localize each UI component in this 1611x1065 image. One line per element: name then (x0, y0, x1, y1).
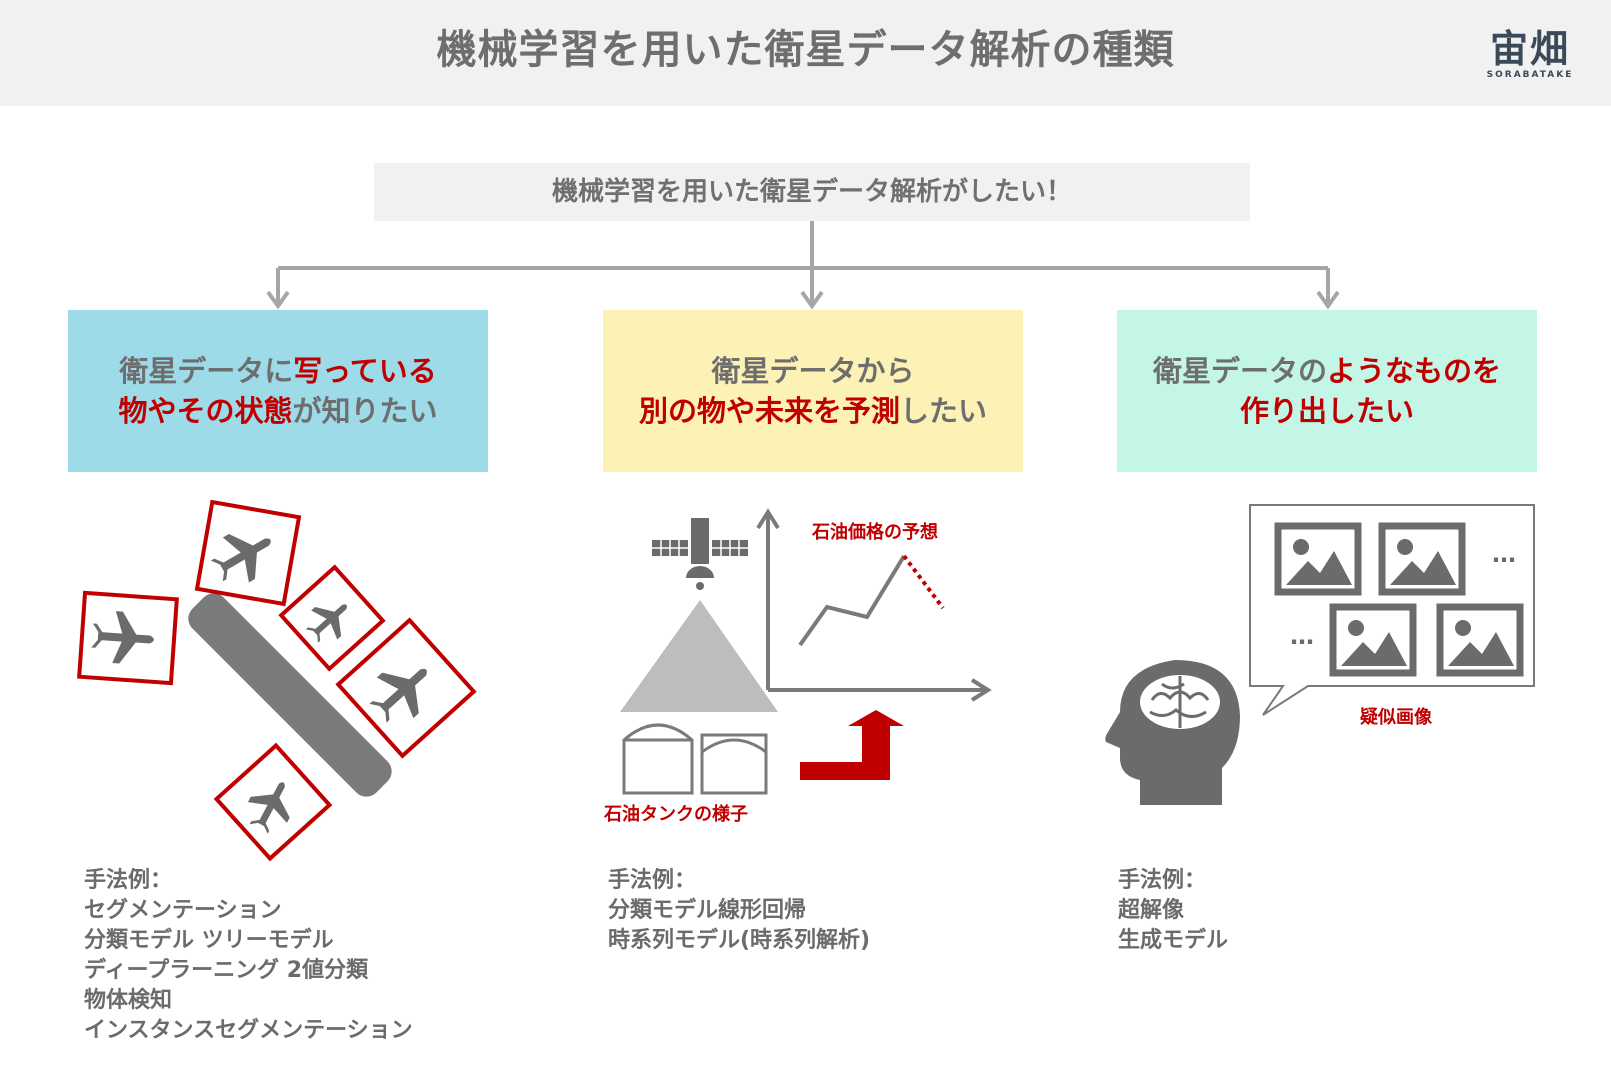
airplane-box-1 (77, 590, 179, 686)
airplane-box-2 (194, 499, 302, 607)
methods-title: 手法例： (84, 868, 173, 893)
methods-list-detect: 手法例： セグメンテーション 分類モデル ツリーモデル ディープラーニング 2値… (84, 866, 413, 1046)
category-title-line1: 衛星データに写っている (119, 351, 437, 391)
method-item: 超解像 (1118, 898, 1185, 923)
category-text-highlight: 写っている (293, 354, 437, 388)
oil-tank-caption: 石油タンクの様子 (604, 804, 748, 825)
airplane-box-3 (278, 564, 386, 672)
image-placeholder-icon (1440, 607, 1520, 673)
runway-shape (188, 593, 392, 797)
price-forecast-line (902, 554, 945, 610)
airplane-box-5 (213, 742, 333, 862)
methods-list-generate: 手法例： 超解像 生成モデル (1118, 866, 1228, 956)
method-item: 生成モデル (1118, 928, 1229, 953)
category-title-line2: 作り出したい (1240, 391, 1414, 431)
oil-tank-icon (622, 723, 768, 795)
category-text-highlight: 別の物や未来を予測 (638, 394, 900, 428)
category-text-highlight: ようなものを (1327, 354, 1502, 388)
ellipsis-text: … (1290, 622, 1314, 650)
category-title-line1: 衛星データのようなものを (1153, 351, 1501, 391)
method-item: インスタンスセグメンテーション (84, 1018, 413, 1043)
category-text-plain: 衛星データから (711, 354, 915, 388)
category-box-detect: 衛星データに写っている 物やその状態が知りたい (68, 310, 488, 472)
category-box-generate: 衛星データのようなものを 作り出したい (1117, 310, 1537, 472)
logo-text: 宙畑 (1489, 27, 1570, 71)
method-item: セグメンテーション (84, 898, 282, 923)
root-goal-box: 機械学習を用いた衛星データ解析がしたい！ (374, 163, 1250, 221)
arrow-up-icon (800, 710, 904, 780)
category-box-predict: 衛星データから 別の物や未来を予測したい (603, 310, 1023, 472)
category-title-line1: 衛星データから (711, 351, 914, 391)
methods-title: 手法例： (608, 868, 697, 893)
image-placeholder-icon (1278, 526, 1358, 592)
image-placeholder-icon (1382, 526, 1462, 592)
category-title-line2: 別の物や未来を予測したい (639, 391, 987, 431)
category-text-plain: 衛星データの (1152, 354, 1327, 388)
category-title-line2: 物やその状態が知りたい (118, 391, 437, 431)
category-text-plain: したい (900, 394, 988, 428)
image-placeholder-icon (1333, 607, 1413, 673)
logo-subtext: SORABATAKE (1486, 70, 1574, 80)
page-title: 機械学習を用いた衛星データ解析の種類 (436, 27, 1175, 73)
method-item: 時系列モデル(時系列解析) (608, 928, 871, 953)
sensor-beam (620, 600, 778, 712)
category-text-plain: 衛星データに (119, 354, 294, 388)
price-line (798, 554, 906, 647)
method-item: 分類モデル ツリーモデル (84, 928, 334, 953)
airplane-box-4 (335, 617, 477, 759)
ellipsis-text: … (1492, 540, 1516, 568)
generated-image-caption: 疑似画像 (1360, 707, 1432, 728)
category-text-plain: が知りたい (292, 394, 438, 428)
method-item: ディープラーニング 2値分類 (84, 958, 369, 983)
method-item: 物体検知 (84, 988, 173, 1013)
chart-axes (756, 508, 992, 702)
category-text-highlight: 作り出したい (1239, 394, 1414, 428)
header-bar: 機械学習を用いた衛星データ解析の種類 宙畑 SORABATAKE (0, 0, 1611, 106)
methods-list-predict: 手法例： 分類モデル線形回帰 時系列モデル(時系列解析) (608, 866, 870, 956)
brain-head-icon (1105, 660, 1240, 805)
methods-title: 手法例： (1118, 868, 1207, 893)
connector-arrows (266, 221, 1340, 310)
category-text-highlight: 物やその状態 (118, 394, 293, 428)
satellite-icon (652, 518, 748, 590)
oil-price-caption: 石油価格の予想 (812, 522, 938, 543)
method-item: 分類モデル線形回帰 (608, 898, 807, 923)
sorabatake-logo[interactable]: 宙畑 SORABATAKE (1470, 18, 1590, 88)
